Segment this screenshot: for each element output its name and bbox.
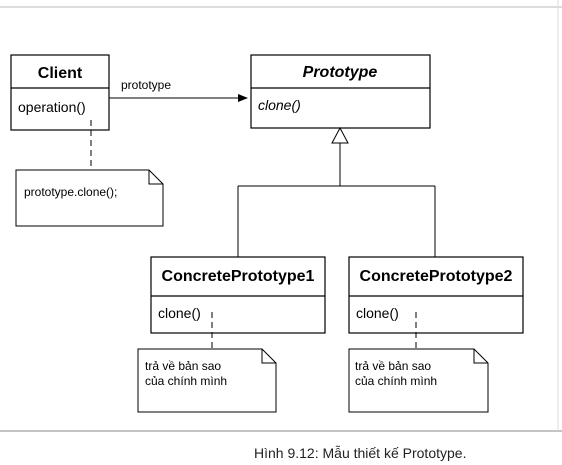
note-concrete2-fold [473,349,488,364]
class-concrete-prototype-2: ConcretePrototype2 clone() [348,256,524,334]
note-client-fold [148,170,163,185]
note-concrete2-line2: của chính mình [355,374,437,388]
association-label: prototype [121,78,171,92]
class-concrete-prototype-1: ConcretePrototype1 clone() [150,256,326,334]
generalization-triangle [331,126,349,144]
class-concrete1-operation: clone() [158,305,201,321]
figure-caption: Hình 9.12: Mẫu thiết kế Prototype. [254,445,466,461]
class-concrete1-name: ConcretePrototype1 [162,268,315,285]
association-client-prototype: prototype [109,78,248,102]
note-client-text: prototype.clone(); [24,185,117,199]
class-client-name: Client [38,65,83,82]
association-arrowhead [238,94,248,102]
generalization-tree [237,126,436,257]
note-client: prototype.clone(); [15,120,164,227]
class-client: Client operation() [10,54,110,131]
class-prototype-name: Prototype [303,64,378,81]
class-client-operation: operation() [18,99,86,115]
note-concrete-2: trả về bản sao của chính mình [348,312,489,413]
class-prototype: Prototype clone() [250,54,431,129]
note-concrete-1: trả về bản sao của chính mình [137,312,277,413]
class-concrete2-name: ConcretePrototype2 [360,268,513,285]
note-concrete1-fold [261,349,276,364]
note-concrete1-line1: trả về bản sao [145,359,221,373]
note-concrete2-line1: trả về bản sao [355,359,431,373]
note-concrete1-line2: của chính mình [145,374,227,388]
class-concrete2-operation: clone() [356,305,399,321]
class-prototype-operation: clone() [258,97,301,113]
